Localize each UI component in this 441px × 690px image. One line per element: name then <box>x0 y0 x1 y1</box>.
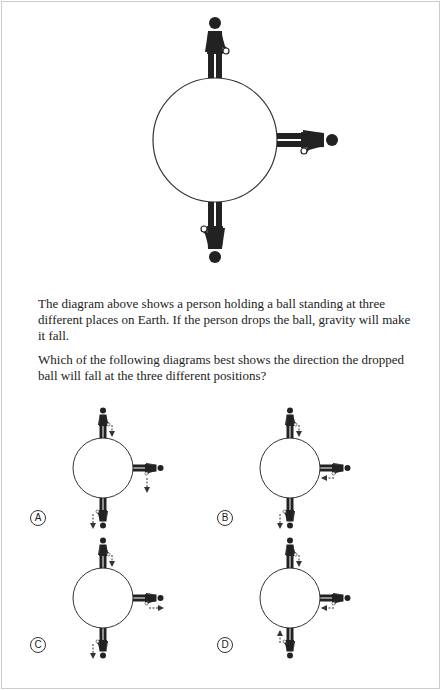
person-top <box>285 408 297 439</box>
fall-arrow <box>112 555 113 566</box>
question-text: Which of the following diagrams best sho… <box>38 352 414 384</box>
fall-arrow <box>147 478 148 492</box>
person-bottom <box>201 202 225 263</box>
person-bottom <box>283 628 295 659</box>
option-letter: A <box>30 510 46 526</box>
option-figure <box>73 538 164 659</box>
option-letter: C <box>30 637 46 653</box>
option-letter-text: A <box>35 513 42 523</box>
person-top <box>98 408 110 439</box>
fall-arrow <box>299 425 300 436</box>
option-letter-text: C <box>34 640 41 650</box>
fall-arrow <box>322 478 334 479</box>
person-top <box>98 538 110 569</box>
person-side <box>320 593 351 605</box>
earth-circle <box>260 438 320 498</box>
fall-arrow <box>322 608 334 609</box>
earth-circle <box>153 78 277 202</box>
earth-circle <box>260 568 320 628</box>
person-bottom <box>96 628 108 659</box>
person-side <box>277 130 338 154</box>
person-top <box>285 538 297 569</box>
main-earth-figure <box>153 17 338 263</box>
option-letter: D <box>217 637 233 653</box>
person-side <box>133 593 164 605</box>
earth-circle <box>73 568 133 628</box>
person-top <box>205 17 229 78</box>
option-figure <box>260 408 351 529</box>
fall-arrow <box>112 425 113 436</box>
fall-arrow <box>93 514 94 528</box>
person-bottom <box>283 498 295 529</box>
option-letter-text: D <box>221 640 228 650</box>
fall-arrow <box>149 608 163 609</box>
earth-circle <box>73 438 133 498</box>
option-letter: B <box>217 510 233 526</box>
question-text: The diagram above shows a person holding… <box>38 296 414 344</box>
fall-arrow <box>280 631 281 643</box>
person-bottom <box>96 498 108 529</box>
option-letter-text: B <box>222 513 229 523</box>
option-figure <box>73 408 164 529</box>
fall-arrow <box>93 644 94 658</box>
person-side <box>320 463 351 475</box>
option-figure <box>260 538 351 659</box>
person-side <box>133 463 164 475</box>
fall-arrow <box>280 514 281 528</box>
fall-arrow <box>299 555 300 566</box>
